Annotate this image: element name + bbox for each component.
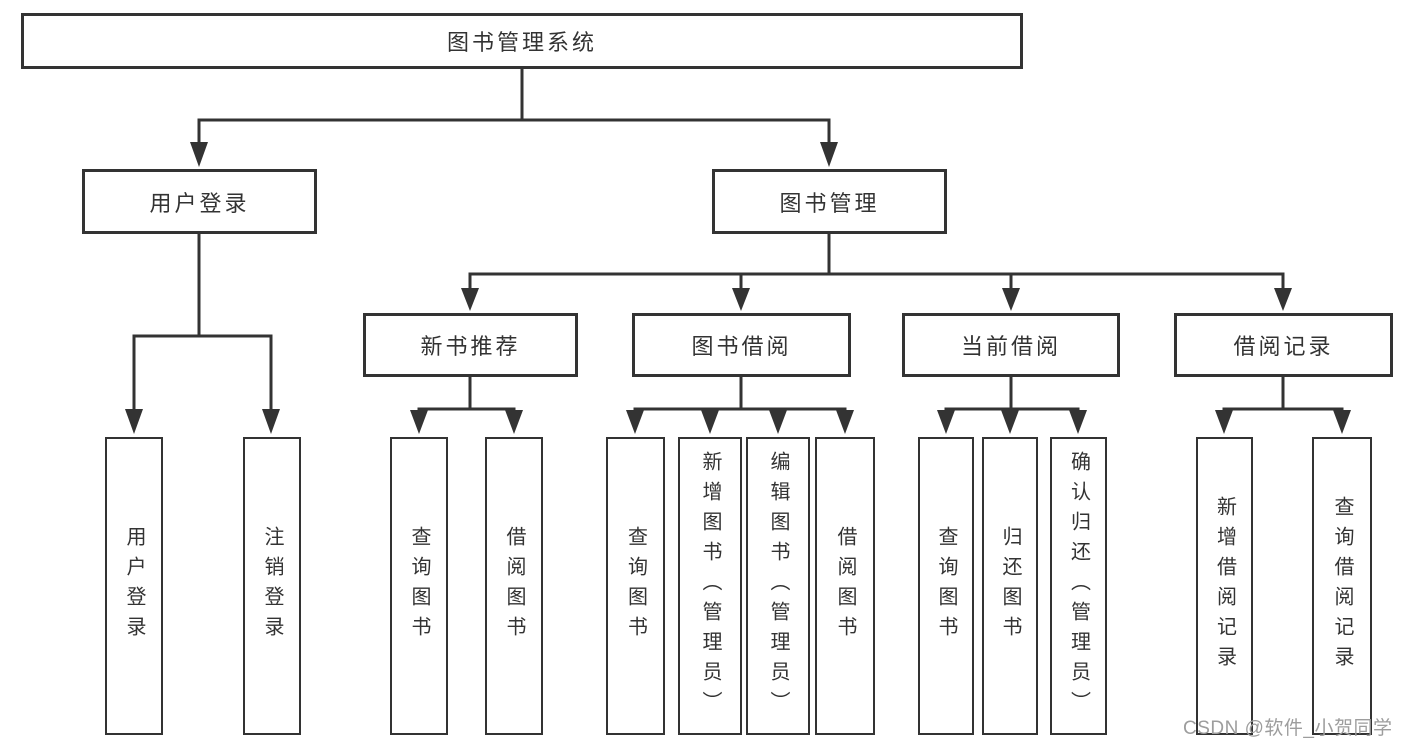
leaf-edit-books-admin: 编辑图书（管理员）	[746, 437, 810, 735]
node-borrow-records: 借阅记录	[1174, 313, 1393, 377]
leaf-query-books-recommend: 查询图书	[390, 437, 448, 735]
leaf-return-books: 归还图书	[982, 437, 1038, 735]
leaf-confirm-return-admin: 确认归还（管理员）	[1050, 437, 1107, 735]
leaf-borrow-books: 借阅图书	[815, 437, 875, 735]
leaf-query-books-current: 查询图书	[918, 437, 974, 735]
node-book-management: 图书管理	[712, 169, 947, 234]
connector-lines	[132, 69, 1344, 412]
node-user-login: 用户登录	[82, 169, 317, 234]
leaf-add-borrow-record: 新增借阅记录	[1196, 437, 1253, 735]
node-new-book-recommend: 新书推荐	[363, 313, 578, 377]
node-current-borrowing: 当前借阅	[902, 313, 1120, 377]
leaf-logout: 注销登录	[243, 437, 301, 735]
node-book-borrowing: 图书借阅	[632, 313, 851, 377]
leaf-query-borrow-record: 查询借阅记录	[1312, 437, 1372, 735]
leaf-user-login: 用户登录	[105, 437, 163, 735]
leaf-add-books-admin: 新增图书（管理员）	[678, 437, 742, 735]
node-library-management-system: 图书管理系统	[21, 13, 1023, 69]
leaf-query-books-borrowing: 查询图书	[606, 437, 665, 735]
csdn-watermark: CSDN @软件_小贺同学	[1183, 718, 1393, 739]
connector-arrowheads	[125, 142, 1351, 434]
leaf-borrow-books-recommend: 借阅图书	[485, 437, 543, 735]
